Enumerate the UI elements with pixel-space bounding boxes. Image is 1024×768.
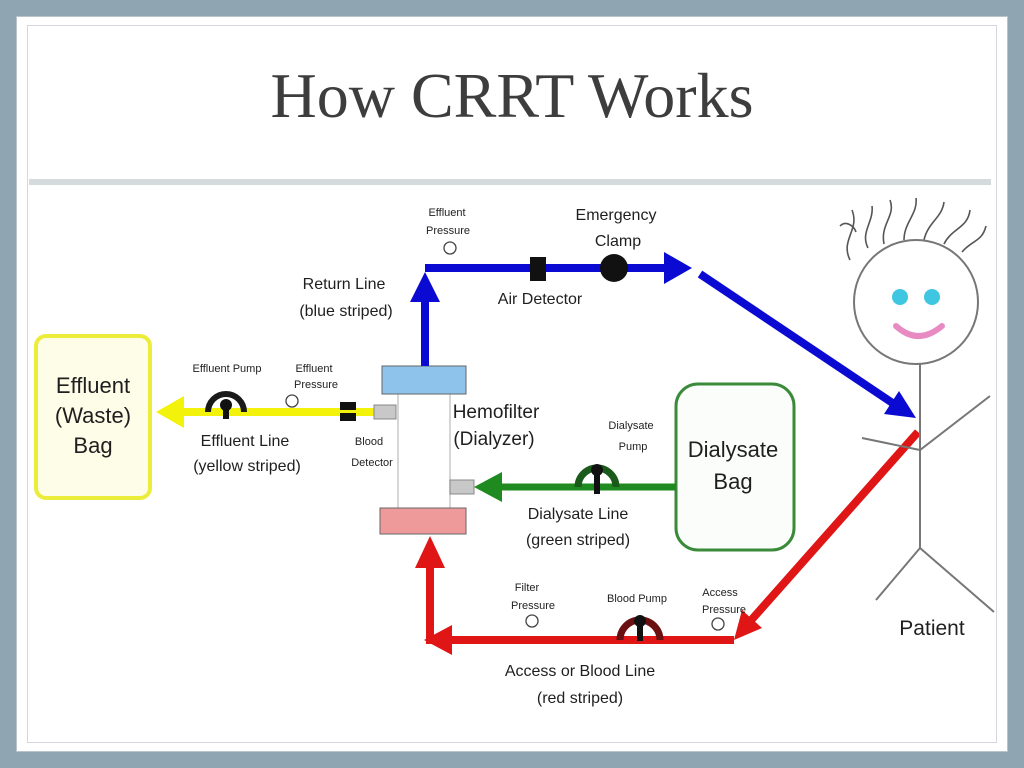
return-line-arrowhead-patient xyxy=(884,391,916,418)
effluent-pump-icon xyxy=(205,391,247,413)
blood-line-label-1: Access or Blood Line xyxy=(505,663,655,680)
slide-title: How CRRT Works xyxy=(270,60,754,131)
effluent-pump-rotor-icon xyxy=(223,405,229,419)
hemofilter-body xyxy=(397,391,451,511)
dialysate-pump-label-2: Pump xyxy=(619,441,648,453)
return-line-arrowhead-up xyxy=(410,272,440,302)
filter-dialysate-port xyxy=(449,479,475,495)
blood-line-arrowhead-left xyxy=(424,625,452,655)
effluent-line-label-1: Effluent Line xyxy=(201,433,290,450)
slide: How CRRT Works xyxy=(17,17,1007,751)
effluent-pressure-top-label-1: Effluent xyxy=(428,207,465,219)
title-divider xyxy=(29,179,991,185)
dialysate-line-label-1: Dialysate Line xyxy=(528,506,629,523)
return-line-label-2: (blue striped) xyxy=(299,303,392,320)
air-detector-label: Air Detector xyxy=(498,291,583,308)
filter-pressure-label-1: Filter xyxy=(515,582,540,594)
hemofilter-top-cap xyxy=(381,365,467,395)
emergency-clamp-label-1: Emergency xyxy=(576,207,657,224)
effluent-bag-label-2: (Waste) xyxy=(55,403,131,428)
dialysate-line-arrowhead xyxy=(474,472,502,502)
blood-line-arrowhead-up xyxy=(415,536,445,568)
patient-arms-icon xyxy=(861,395,991,452)
effluent-line-label-2: (yellow striped) xyxy=(193,458,301,475)
return-line-to-patient xyxy=(697,270,897,408)
blood-line-label-2: (red striped) xyxy=(537,690,623,707)
effluent-bag-label-1: Effluent xyxy=(56,373,130,398)
effluent-pressure-left-label-1: Effluent xyxy=(295,363,332,375)
patient-label: Patient xyxy=(899,617,965,640)
dialysate-line-label-2: (green striped) xyxy=(526,532,630,549)
blood-detector-label-2: Detector xyxy=(351,457,393,469)
blood-detector-icon-lower xyxy=(340,413,356,421)
effluent-pressure-gauge-icon xyxy=(285,394,299,408)
effluent-pressure-top-gauge-icon xyxy=(443,241,457,255)
blood-detector-label-1: Blood xyxy=(355,436,383,448)
slide-border xyxy=(27,25,997,743)
effluent-bag xyxy=(34,334,152,500)
filter-effluent-port xyxy=(373,404,397,420)
access-pressure-label-1: Access xyxy=(702,587,738,599)
emergency-clamp-icon xyxy=(600,254,628,282)
blood-line-from-patient xyxy=(743,429,921,629)
dialysate-bag-label-1: Dialysate xyxy=(688,437,778,462)
patient-hair-icon xyxy=(839,197,987,261)
patient-figure xyxy=(839,197,995,613)
effluent-pressure-left-label-2: Pressure xyxy=(294,379,338,391)
filter-pressure-label-2: Pressure xyxy=(511,600,555,612)
access-pressure-label-2: Pressure xyxy=(702,604,746,616)
dialysate-bag-label-2: Bag xyxy=(713,469,752,494)
blood-pump-label: Blood Pump xyxy=(607,593,667,605)
hemofilter-label-2: (Dialyzer) xyxy=(453,429,534,450)
dialysate-bag xyxy=(674,382,796,552)
patient-head-icon xyxy=(853,239,979,365)
patient-left-eye-icon xyxy=(892,289,908,305)
patient-mouth-icon xyxy=(893,323,945,339)
effluent-pump-label: Effluent Pump xyxy=(193,363,262,375)
filter-pressure-gauge-icon xyxy=(525,614,539,628)
effluent-pressure-top-label-2: Pressure xyxy=(426,225,470,237)
dialysate-pump-rotor-icon xyxy=(594,470,600,494)
effluent-bag-label-3: Bag xyxy=(73,433,112,458)
blood-detector-icon xyxy=(340,402,356,410)
return-line-label-1: Return Line xyxy=(303,276,386,293)
blood-pump-rotor-icon xyxy=(637,621,643,641)
hemofilter-bottom-cap xyxy=(379,507,467,535)
blood-line-arrowhead-lower xyxy=(734,610,762,640)
patient-legs-icon xyxy=(875,547,995,613)
effluent-line-arrowhead xyxy=(156,396,184,428)
dialysate-pump-label-1: Dialysate xyxy=(608,420,653,432)
hemofilter-label-1: Hemofilter xyxy=(453,402,540,423)
patient-right-eye-icon xyxy=(924,289,940,305)
return-line-arrowhead-right xyxy=(664,252,692,284)
emergency-clamp-label-2: Clamp xyxy=(595,233,641,250)
access-pressure-gauge-icon xyxy=(711,617,725,631)
air-detector-icon xyxy=(530,257,546,281)
